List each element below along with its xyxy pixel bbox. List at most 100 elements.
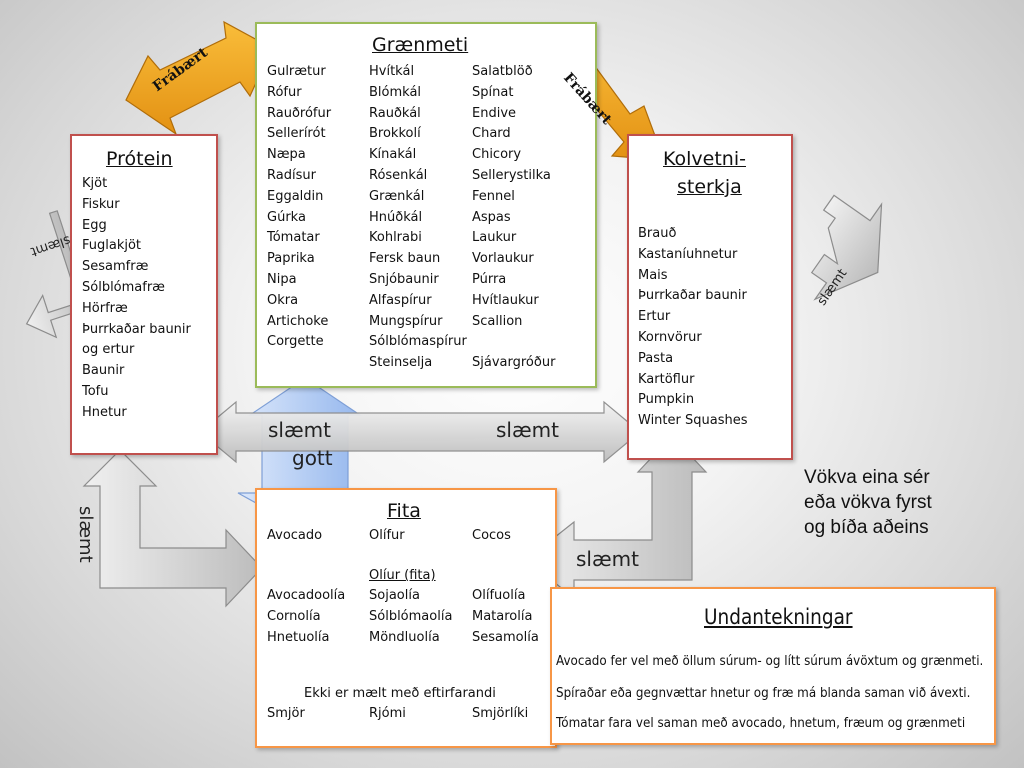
list-item: Hörfræ [82, 300, 128, 316]
list-item: Fennel [472, 188, 515, 204]
list-item: Kornvörur [638, 329, 702, 345]
list-item: Olífuolía [472, 588, 526, 603]
slaemt-right-small-arrow [810, 194, 883, 301]
list-item: Tofu [82, 383, 109, 399]
list-item: Okra [267, 292, 299, 308]
list-item: Avocadoolía [267, 588, 346, 603]
list-item: Gúrka [267, 209, 306, 225]
vokva-line: eða vökva fyrst [804, 492, 932, 513]
list-item: Brauð [638, 226, 677, 241]
vokva-line: og bíða aðeins [804, 517, 929, 538]
list-item: Cornolía [267, 608, 321, 624]
list-item: Gulrætur [267, 64, 326, 79]
list-item: Alfaspírur [369, 292, 432, 308]
kolvetni-list: Brauð Kastaníuhnetur Mais Þurrkaðar baun… [638, 224, 747, 432]
vokva-line: Vökva eina sér [804, 467, 930, 488]
oils-col2: Sojaolía Sólblómaolía Möndluolía [369, 586, 452, 648]
exception-line: Spíraðar eða gegnvættar hnetur og fræ má… [556, 686, 971, 701]
slaemt-label-bottom-right: slæmt [576, 547, 639, 571]
list-item: Artichoke [267, 313, 329, 329]
list-item: Aspas [472, 209, 511, 225]
list-item: Pumpkin [638, 392, 695, 408]
list-item: Hnúðkál [369, 209, 423, 225]
list-item: Egg [82, 217, 107, 233]
list-item: Hvítlaukur [472, 292, 539, 308]
gott-label: gott [292, 446, 333, 470]
slaemt-label-h-right: slæmt [496, 418, 559, 442]
protein-box: Prótein Kjöt Fiskur Egg Fuglakjöt Sesamf… [70, 134, 218, 455]
groenmeti-box: Grænmeti Gulrætur Rófur Rauðrófur Seller… [255, 22, 597, 388]
list-item: Kastaníuhnetur [638, 246, 738, 262]
list-item: Snjóbaunir [369, 271, 439, 287]
slaemt-label-left-vertical: slæmt [75, 506, 96, 563]
list-item: Fuglakjöt [82, 238, 142, 254]
not-recommended-note: Ekki er mælt með eftirfarandi [304, 686, 496, 701]
list-item: Chicory [472, 147, 522, 163]
fita-item: Rjómi [369, 706, 406, 721]
list-item: Spínat [472, 84, 514, 100]
list-item: Rófur [267, 84, 302, 100]
list-item: Fiskur [82, 196, 120, 212]
list-item: Nipa [267, 271, 297, 287]
list-item: Kartöflur [638, 371, 695, 387]
list-item: Sesamfræ [82, 259, 149, 275]
list-item: Paprika [267, 251, 315, 267]
list-item: Ertur [638, 309, 671, 325]
vokva-note: Vökva eina sér eða vökva fyrst og bíða a… [804, 465, 932, 540]
undantekningar-title: Undantekningar [704, 605, 853, 629]
oils-col1: Avocadoolía Cornolía Hnetuolía [267, 586, 345, 648]
list-item: Næpa [267, 147, 306, 163]
fita-item: Avocado [267, 528, 323, 543]
list-item: Sólblómaolía [369, 608, 453, 624]
list-item: Hnetuolía [267, 629, 330, 645]
list-item: Möndluolía [369, 629, 440, 645]
slaemt-protein-fita-arrow [82, 449, 263, 608]
list-item: Rauðkál [369, 105, 421, 121]
kolvetni-title-line1: Kolvetni- [663, 148, 746, 170]
list-item: Púrra [472, 271, 507, 287]
list-item: Salatblöð [472, 64, 533, 79]
list-item: Radísur [267, 167, 316, 183]
groenmeti-col1: Gulrætur Rófur Rauðrófur Sellerírót Næpa… [267, 62, 331, 353]
list-item: Chard [472, 126, 511, 142]
list-item: Hnetur [82, 404, 127, 420]
list-item: Mais [638, 267, 668, 283]
list-item: og ertur [82, 342, 135, 358]
list-item: Corgette [267, 334, 324, 350]
protein-list: Kjöt Fiskur Egg Fuglakjöt Sesamfræ Sólbl… [82, 174, 191, 424]
fita-item: Olífur [369, 528, 405, 543]
oils-heading: Olíur (fita) [369, 568, 436, 583]
list-item: Þurrkaðar baunir [638, 288, 747, 304]
list-item: Matarolía [472, 608, 533, 624]
undantekningar-box: Undantekningar [550, 587, 996, 745]
groenmeti-title: Grænmeti [372, 34, 469, 56]
list-item: Sjávargróður [472, 355, 556, 371]
fraebaert-left-arrow [125, 20, 273, 136]
list-item: Sólblómaspírur [369, 334, 467, 350]
fita-item: Cocos [472, 528, 511, 543]
oils-col3: Olífuolía Matarolía Sesamolía [472, 586, 539, 648]
list-item: Kohlrabi [369, 230, 422, 246]
list-item: Sesamolía [472, 629, 539, 645]
list-item: Winter Squashes [638, 413, 748, 429]
groenmeti-col2: Hvítkál Blómkál Rauðkál Brokkolí Kínakál… [369, 62, 467, 374]
list-item: Grænkál [369, 188, 425, 204]
list-item: Kjöt [82, 176, 108, 191]
list-item: Tómatar [267, 230, 320, 246]
list-item: Rauðrófur [267, 105, 332, 121]
list-item: Fersk baun [369, 251, 441, 267]
list-item: Rósenkál [369, 167, 428, 183]
list-item: Mungspírur [369, 313, 443, 329]
list-item: Vorlaukur [472, 251, 534, 267]
list-item: Sojaolía [369, 588, 420, 603]
exception-line: Avocado fer vel með öllum súrum- og lítt… [556, 654, 984, 669]
protein-title: Prótein [106, 148, 173, 170]
fita-item: Smjör [267, 706, 305, 721]
list-item: Hvítkál [369, 64, 415, 79]
list-item: Eggaldin [267, 188, 324, 204]
list-item: Kínakál [369, 147, 417, 163]
list-item: Sellerystilka [472, 167, 551, 183]
exception-line: Tómatar fara vel saman með avocado, hnet… [556, 716, 966, 731]
kolvetni-box: Kolvetni- sterkja Brauð Kastaníuhnetur M… [627, 134, 793, 460]
list-item: Steinselja [369, 355, 433, 371]
